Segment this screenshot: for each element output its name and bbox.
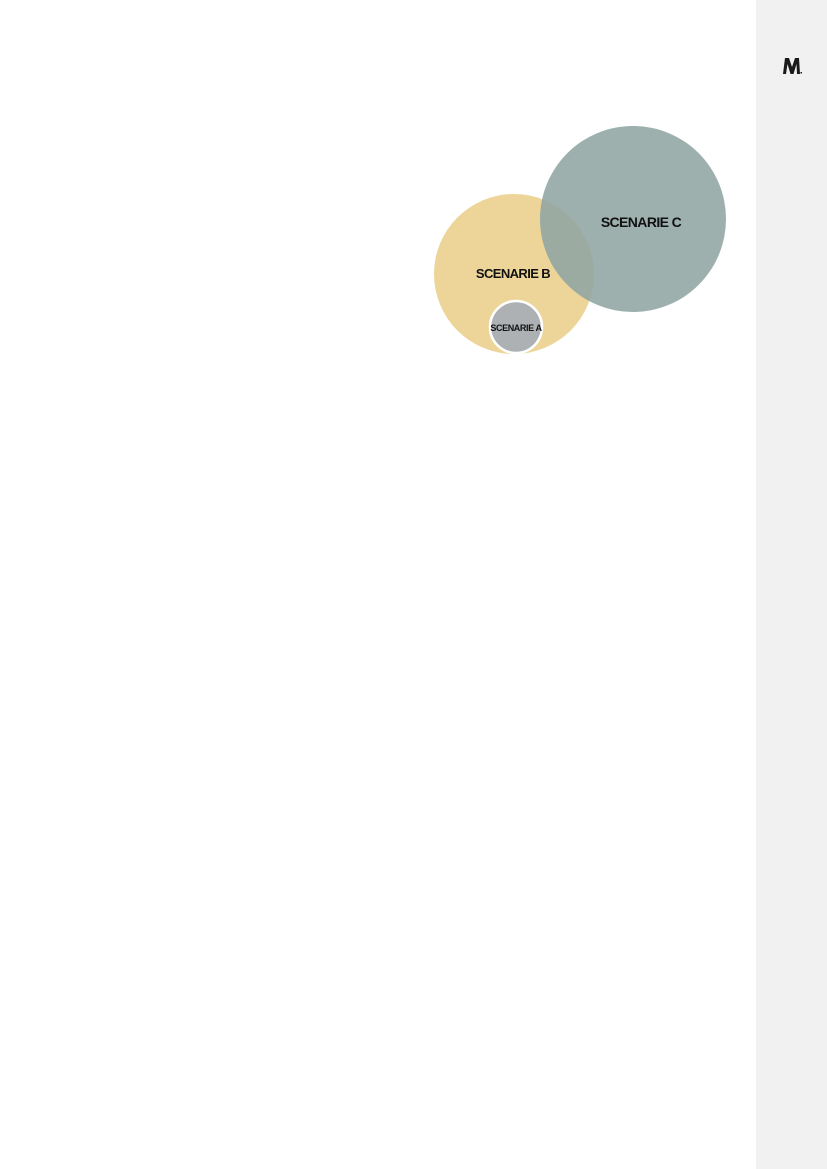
scenario-venn-diagram: SCENARIE C SCENARIE B SCENARIE A xyxy=(434,126,726,355)
scenario-c-label: SCENARIE C xyxy=(601,214,682,230)
scenario-c-circle xyxy=(540,126,726,312)
scenario-b-label: SCENARIE B xyxy=(476,266,550,281)
scenario-a-circle xyxy=(488,299,544,355)
scenario-a-label: SCENARIE A xyxy=(490,323,542,333)
side-margin-band xyxy=(756,0,827,1169)
brand-logo-icon xyxy=(783,58,802,74)
